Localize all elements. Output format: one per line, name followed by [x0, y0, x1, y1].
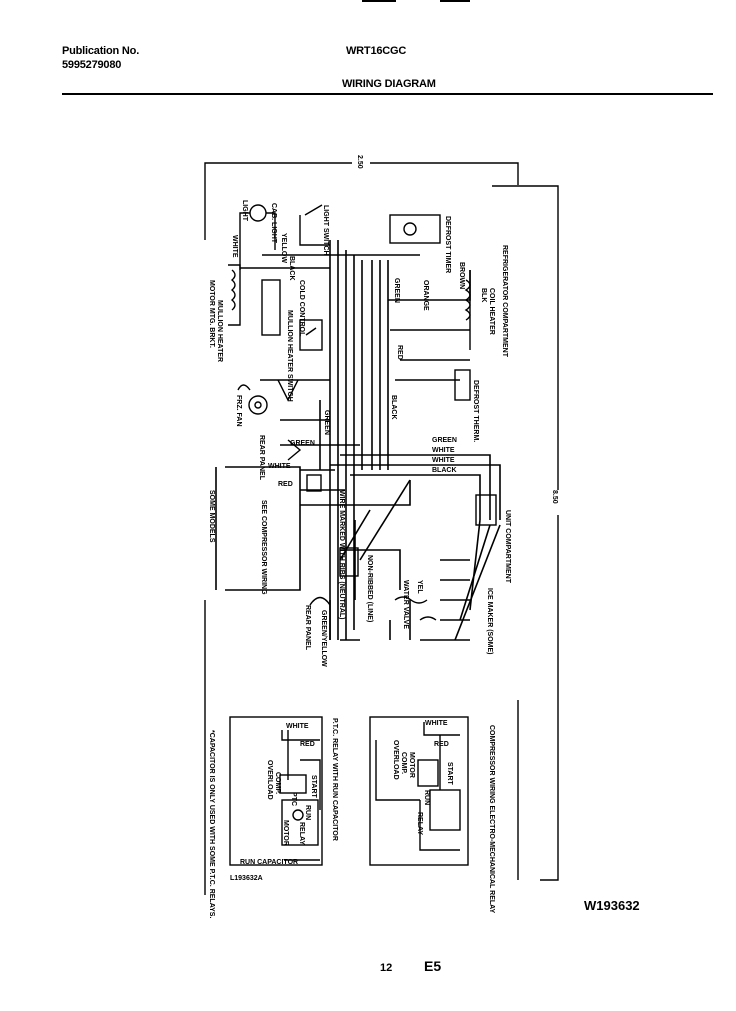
label-yel: YEL [416, 580, 423, 594]
label-green-top: GREEN [393, 278, 400, 303]
label-green-right: GREEN [432, 437, 457, 444]
ptc-relay: RELAY [298, 822, 305, 845]
em-white: WHITE [425, 720, 448, 727]
em-relay: RELAY [416, 812, 423, 835]
label-cab-light: CAB. LIGHT [270, 203, 277, 244]
ptc-code: L193632A [230, 875, 263, 882]
ptc-ptc: PTC [290, 792, 297, 806]
publication-number: 5995279080 [62, 59, 122, 71]
label-green-mid: GREEN [323, 410, 330, 435]
label-black-right: BLACK [432, 467, 457, 474]
label-ice-maker: ICE MAKER (SOME) [486, 588, 493, 655]
label-non-ribbed: NON-RIBBED (LINE) [366, 555, 373, 622]
label-frz-fan: FRZ. FAN [235, 395, 242, 427]
label-red-left: RED [278, 481, 293, 488]
label-see-compressor-wiring: SEE COMPRESSOR WIRING [260, 500, 267, 595]
header-rule [62, 93, 713, 95]
label-mullion-heater-switch: MULLION HEATER SWITCH [286, 310, 293, 402]
label-coil-heater: COIL HEATER [488, 288, 495, 335]
label-white-right-2: WHITE [432, 457, 455, 464]
label-unit-compartment: UNIT COMPARTMENT [504, 510, 511, 584]
label-white-right: WHITE [432, 447, 455, 454]
page-number: 12 [380, 962, 393, 974]
em-red: RED [434, 741, 449, 748]
dim-right: 8.50 [551, 490, 558, 504]
label-white-top: WHITE [231, 235, 238, 258]
em-comp: COMP. [400, 752, 407, 774]
ptc-run-capacitor: RUN CAPACITOR [240, 859, 298, 866]
label-neutral: WIRE MARKED WITH RIBS (NEUTRAL) [338, 490, 345, 620]
label-green-left: GREEN [290, 440, 315, 447]
label-orange: ORANGE [422, 280, 429, 311]
label-light-switch: LIGHT SWITCH [322, 205, 329, 256]
label-motor-mtg-bkt: MOTOR MTG. BRKT. [208, 280, 215, 348]
label-some-models: SOME MODELS [208, 490, 215, 543]
ptc-motor: MOTOR [282, 820, 289, 846]
em-start: START [446, 762, 453, 786]
em-overload: OVERLOAD [392, 740, 399, 780]
em-motor: MOTOR [408, 752, 415, 778]
label-refrigerator-compartment: REFRIGERATOR COMPARTMENT [501, 245, 508, 358]
label-black: BLACK [288, 256, 295, 281]
ptc-red: RED [300, 741, 315, 748]
em-panel-title: COMPRESSOR WIRING ELECTRO-MECHANICAL REL… [488, 725, 495, 914]
ptc-white: WHITE [286, 723, 309, 730]
top-edge-mark [362, 0, 396, 2]
label-yellow: YELLOW [280, 233, 287, 263]
label-green-yellow: GREEN/YELLOW [320, 610, 327, 667]
label-water-valve: WATER VALVE [402, 580, 409, 629]
ptc-run: RUN [304, 805, 311, 820]
label-white-left: WHITE [268, 463, 291, 470]
label-black-mid: BLACK [390, 395, 397, 420]
section-code: E5 [424, 958, 442, 974]
dim-top: 2.50 [356, 155, 363, 169]
model-number: WRT16CGC [346, 45, 407, 57]
ptc-note: *CAPACITOR IS ONLY USED WITH SOME P.T.C.… [208, 730, 215, 918]
ptc-panel-title: P.T.C. RELAY WITH RUN CAPACITOR [331, 718, 338, 841]
top-edge-mark [440, 0, 470, 2]
label-rear-panel: REAR PANEL [258, 435, 265, 481]
label-defrost-timer: DEFROST TIMER [444, 216, 451, 273]
ptc-overload: OVERLOAD [266, 760, 273, 800]
label-brown: BROWN [458, 262, 465, 289]
label-rear-panel-2: REAR PANEL [304, 605, 311, 651]
page-title: WIRING DIAGRAM [342, 78, 436, 90]
ptc-comp: COMP. [274, 772, 281, 794]
ptc-start: START [310, 775, 317, 799]
doc-code: W193632 [584, 898, 640, 913]
label-defrost-therm: DEFROST THERM. [472, 380, 479, 442]
label-blk: BLK [480, 288, 487, 302]
em-run: RUN [423, 790, 430, 805]
publication-label: Publication No. [62, 45, 140, 57]
label-mullion-heater: MULLION HEATER [216, 300, 223, 362]
label-light: LIGHT [241, 200, 248, 222]
label-red-top: RED [396, 345, 403, 360]
label-cold-control: COLD CONTROL [298, 280, 305, 337]
